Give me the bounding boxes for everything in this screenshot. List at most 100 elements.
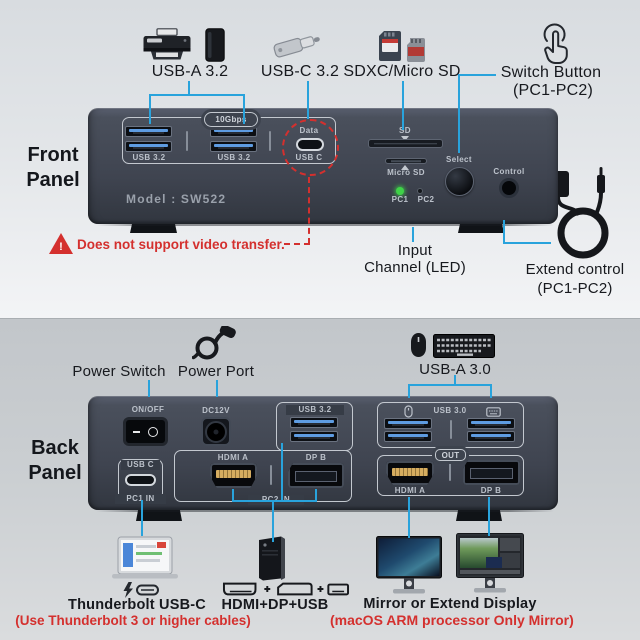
power-rocker-switch bbox=[123, 417, 168, 446]
model-label: Model : SW522 bbox=[126, 192, 227, 206]
port-divider bbox=[450, 420, 452, 439]
sd-card-icon bbox=[379, 31, 401, 61]
callout-line bbox=[149, 94, 245, 96]
micro-sd-card-icon bbox=[407, 38, 425, 62]
extend-control-cable-icon bbox=[548, 167, 609, 259]
control-jack-label: Control bbox=[493, 167, 525, 176]
usb-a-port-slot bbox=[210, 141, 257, 152]
power-port-label: Power Port bbox=[177, 363, 255, 380]
thunderbolt-label: Thunderbolt USB-C bbox=[68, 597, 206, 613]
front-switch-button-label: Switch Button bbox=[500, 64, 602, 81]
device-shadow bbox=[96, 508, 554, 512]
mouse-mini-icon bbox=[404, 405, 413, 418]
callout-line bbox=[281, 443, 283, 502]
front-panel-device: 10Gbps USB 3.2 USB 3.2 Data USB C SD Mic… bbox=[88, 108, 558, 224]
out-badge: OUT bbox=[435, 449, 466, 461]
callout-line bbox=[458, 74, 496, 76]
callout-line bbox=[141, 500, 143, 536]
usb-a-port bbox=[290, 417, 338, 442]
front-panel-title-line2: Panel bbox=[26, 169, 80, 191]
keyboard-icon bbox=[433, 334, 495, 358]
usbc-label: USB C bbox=[121, 460, 160, 470]
hdmi-dp-usb-label: HDMI+DP+USB bbox=[221, 597, 329, 613]
callout-line bbox=[408, 384, 410, 398]
keyboard-mini-icon bbox=[486, 407, 501, 417]
usb-a-port-slot bbox=[467, 418, 515, 429]
control-jack bbox=[499, 178, 519, 198]
power-switch-label: Power Switch bbox=[72, 363, 166, 380]
usb30-label: USB 3.0 bbox=[433, 406, 467, 415]
speed-badge: 10Gbps bbox=[204, 112, 258, 127]
usb-a-port bbox=[125, 126, 172, 152]
usb-a-port-slot bbox=[125, 126, 172, 137]
back-panel-title-line1: Back bbox=[31, 437, 79, 459]
front-usb-a-label: USB-A 3.2 bbox=[151, 63, 229, 80]
usb-flash-icon bbox=[273, 36, 320, 58]
warning-text: Does not support video transfer. bbox=[77, 237, 285, 252]
callout-line bbox=[408, 497, 410, 538]
usb30-outline bbox=[377, 402, 524, 448]
hdmi-dp-usb-connectors-icon bbox=[222, 582, 350, 596]
callout-line bbox=[503, 242, 551, 244]
callout-line bbox=[408, 384, 492, 386]
back-panel-title-line2: Panel bbox=[28, 462, 82, 484]
usb-a-port bbox=[467, 418, 515, 442]
dp-in-port bbox=[288, 463, 344, 488]
micro-sd-slot bbox=[385, 158, 427, 164]
port-divider bbox=[269, 131, 271, 151]
callout-line bbox=[232, 500, 317, 502]
select-button bbox=[445, 167, 474, 196]
callout-line bbox=[488, 497, 490, 536]
extend-control-label-line2: (PC1-PC2) bbox=[537, 280, 613, 297]
dp-out-label: DP B bbox=[480, 486, 502, 495]
pc2-led bbox=[417, 188, 423, 194]
device-shadow bbox=[96, 222, 554, 226]
pc1-in-label: PC1 IN bbox=[115, 494, 166, 504]
display-note: (macOS ARM processor Only Mirror) bbox=[330, 612, 574, 628]
hdmi-out-label: HDMI A bbox=[394, 486, 426, 495]
display-label: Mirror or Extend Display bbox=[363, 596, 537, 612]
port-divider bbox=[186, 131, 188, 151]
hdmi-out-port bbox=[386, 461, 434, 485]
extend-control-label-line1: Extend control bbox=[525, 261, 625, 278]
front-usb-c-label: USB-C 3.2 bbox=[260, 63, 340, 80]
callout-line bbox=[232, 489, 234, 502]
usb-a-port-slot bbox=[210, 126, 257, 137]
select-button-label: Select bbox=[446, 155, 472, 164]
monitor-game-icon bbox=[376, 536, 442, 594]
usb-a-port-slot bbox=[290, 431, 338, 442]
usb-a-port-slot bbox=[384, 431, 432, 442]
monitor-photo-icon bbox=[456, 533, 524, 593]
mouse-icon bbox=[411, 333, 426, 357]
hard-drive-icon bbox=[205, 28, 225, 62]
callout-line bbox=[315, 489, 317, 502]
warning-highlight-circle bbox=[282, 119, 339, 176]
thunderbolt-note: (Use Thunderbolt 3 or higher cables) bbox=[15, 613, 251, 628]
usb-c-port bbox=[125, 474, 156, 486]
callout-line bbox=[490, 384, 492, 398]
callout-line bbox=[148, 380, 150, 397]
callout-line bbox=[458, 74, 460, 153]
dp-out-port bbox=[463, 460, 520, 485]
led-label-pc1: PC1 bbox=[391, 195, 409, 204]
warning-dashed-line bbox=[308, 177, 310, 244]
usb-a-port-slot bbox=[384, 418, 432, 429]
dc-power-jack bbox=[201, 417, 231, 446]
callout-line bbox=[454, 375, 456, 385]
front-sd-label: SDXC/Micro SD bbox=[343, 63, 461, 80]
input-channel-label-line2: Channel (LED) bbox=[364, 259, 466, 276]
tap-hand-icon bbox=[543, 23, 568, 64]
usb-a-port-slot bbox=[467, 431, 515, 442]
usb-a-port-slot bbox=[290, 417, 338, 428]
input-channel-label-line1: Input bbox=[397, 242, 433, 259]
callout-line bbox=[412, 227, 414, 242]
hdmi-in-port bbox=[210, 463, 257, 488]
callout-line bbox=[307, 81, 309, 119]
dp-in-label: DP B bbox=[305, 453, 327, 462]
sd-slot-label: SD bbox=[399, 126, 411, 135]
callout-line bbox=[149, 94, 151, 124]
hdmi-in-label: HDMI A bbox=[217, 453, 249, 462]
back-usb-a-label: USB-A 3.0 bbox=[419, 361, 491, 378]
tower-pc-icon bbox=[259, 536, 285, 581]
micro-sd-arrow-icon bbox=[401, 165, 409, 170]
